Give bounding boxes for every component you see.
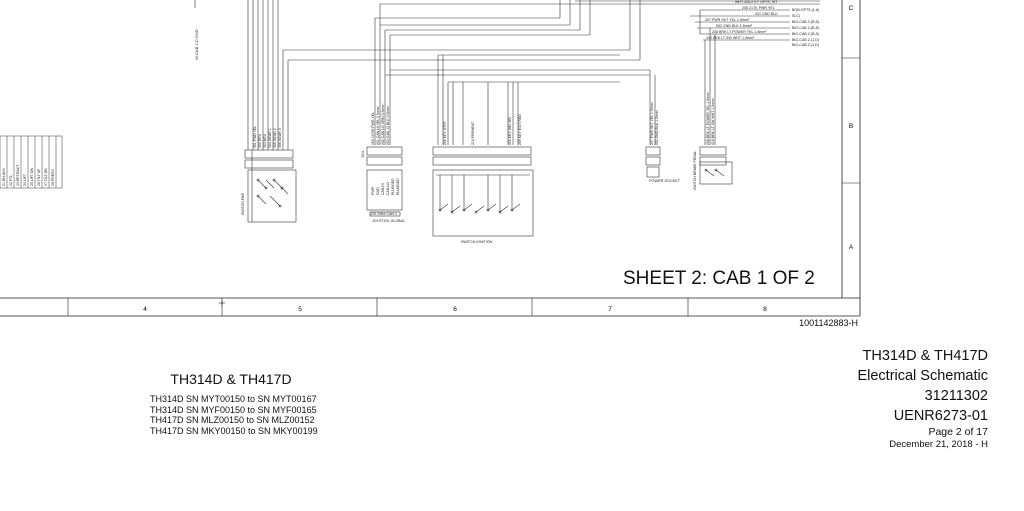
power-socket <box>645 146 661 178</box>
grid-row-b: B <box>849 123 853 130</box>
grid-col-6: 6 <box>453 306 457 313</box>
document-type: Electrical Schematic <box>857 368 988 384</box>
svg-text:PLUGGED: PLUGGED <box>391 178 395 195</box>
model-title: TH314D & TH417D <box>862 348 988 364</box>
svg-text:306 GEAR 3: 306 GEAR 3 <box>278 128 282 148</box>
cab-ground-label: W-CAB 2-D GND <box>194 29 199 60</box>
joystick-label: JOYSTICK,GLOBAL <box>372 219 405 223</box>
svg-text:26 TILT UP: 26 TILT UP <box>37 168 41 186</box>
svg-text:210 PREHEAT: 210 PREHEAT <box>471 121 475 145</box>
resistor-label: 120 OHM CAN 1 <box>370 212 397 216</box>
svg-text:WHT 200-2 KY OPTS, WT: WHT 200-2 KY OPTS, WT <box>735 0 778 4</box>
title-block-right: TH314D & TH417D Electrical Schematic 312… <box>857 346 988 451</box>
svg-text:208 BRK LT POWER YEL 1.5mm²: 208 BRK LT POWER YEL 1.5mm² <box>712 30 767 34</box>
brake-wire-labels: 208 BRK LT POWER YEL 1.5mm² 410 BRK LT S… <box>706 91 715 145</box>
svg-text:052 GND BLK 1.5mm²: 052 GND BLK 1.5mm² <box>716 24 753 28</box>
switch-brake-pedal <box>699 146 733 185</box>
svg-text:200 J1939 PWR YEL: 200 J1939 PWR YEL <box>371 112 375 145</box>
svg-text:BIG-CAB 2-(B,D): BIG-CAB 2-(B,D) <box>792 26 819 30</box>
svg-text:305 GEAR 2: 305 GEAR 2 <box>273 128 277 148</box>
top-right-wire-labels: WHT 200-2 KY OPTS, WT 206 21TK PWR YEL 3… <box>705 0 819 47</box>
grid-row-a: A <box>849 244 854 251</box>
svg-text:BIG-CAB 2-(1,D): BIG-CAB 2-(1,D) <box>792 43 819 47</box>
svg-text:206 21TK PWR YEL: 206 21TK PWR YEL <box>742 6 775 10</box>
svg-text:410 BRK LT SW WHT 1.5mm²: 410 BRK LT SW WHT 1.5mm² <box>711 97 715 145</box>
svg-text:208 BRK LT POWER YEL 1.5mm²: 208 BRK LT POWER YEL 1.5mm² <box>706 91 710 145</box>
svg-text:331 GND BLK: 331 GND BLK <box>755 12 778 16</box>
switch-ignition <box>432 146 534 237</box>
svg-text:209 KEY IGN YEL: 209 KEY IGN YEL <box>508 116 512 145</box>
svg-text:203 CAN 12 BLK 0.5mm²: 203 CAN 12 BLK 0.5mm² <box>386 105 390 145</box>
drawing-number: 1001142883-H <box>799 318 858 328</box>
grid-col-8: 8 <box>763 306 767 313</box>
grid-col-5: 5 <box>298 306 302 313</box>
svg-text:BIG-CAB 2-(B,D): BIG-CAB 2-(B,D) <box>792 20 819 24</box>
svg-text:25 LIFT DN: 25 LIFT DN <box>30 168 34 186</box>
joystick <box>366 146 403 217</box>
grid-row-c: C <box>849 5 854 12</box>
svg-text:410 BKK LT SW WHT 1.5mm²: 410 BKK LT SW WHT 1.5mm² <box>706 36 755 40</box>
svg-text:209 KEY EXIT RED: 209 KEY EXIT RED <box>518 114 522 145</box>
serial-range: TH417D SN MLZ00150 to SN MLZ00152 <box>150 415 315 425</box>
top-right-wires <box>380 0 820 41</box>
svg-text:202 CAN LO GRN 0.5mm²: 202 CAN LO GRN 0.5mm² <box>381 103 385 145</box>
svg-text:PLUGGED: PLUGGED <box>396 178 400 195</box>
svg-text:201 CAN HI YEL 0.5mm²: 201 CAN HI YEL 0.5mm² <box>376 105 380 145</box>
title-block-left: TH314D & TH417D TH314D SN MYT00150 to SN… <box>150 371 318 436</box>
grid-col-4: 4 <box>143 306 147 313</box>
part-number: 31211302 <box>924 388 988 404</box>
left-wire-bundle <box>0 135 63 189</box>
svg-text:23 RETRACT: 23 RETRACT <box>16 164 20 186</box>
manual-number: UENR6273-01 <box>893 408 988 424</box>
serial-range: TH417D SN MKY00150 to SN MKY00199 <box>150 425 318 436</box>
fnr-wire-labels: 301 FWD YEL 302 REV 303 NEU 304 GEAR 1 3… <box>253 126 282 148</box>
svg-text:200 KEY STRT: 200 KEY STRT <box>443 120 447 145</box>
grid-col-7: 7 <box>608 306 612 313</box>
svg-text:BOB-OPTS,(1,A): BOB-OPTS,(1,A) <box>792 8 819 12</box>
revision-date: December 21, 2018 - H <box>889 439 988 450</box>
svg-text:303 NEU: 303 NEU <box>263 133 267 148</box>
svg-text:BIG-CAB 2-(1,D): BIG-CAB 2-(1,D) <box>792 38 819 42</box>
svg-text:BIG-CAB 2-(B,D): BIG-CAB 2-(B,D) <box>792 32 819 36</box>
power-socket-label: POWER SOCKET <box>649 179 681 183</box>
serial-range: TH314D SN MYF00150 to SN MYF00165 <box>150 404 317 415</box>
svg-text:CAN-LO: CAN-LO <box>386 182 390 195</box>
svg-text:207 PWR SKT YEL 1.5mm²: 207 PWR SKT YEL 1.5mm² <box>650 101 654 145</box>
switch-brake-pedal-label: SWITCH BRAKE PEDAL <box>693 151 697 190</box>
model-heading: TH314D & TH417D <box>170 371 292 387</box>
svg-text:21 RH AUX: 21 RH AUX <box>2 167 6 186</box>
sheet-title: SHEET 2: CAB 1 OF 2 <box>623 268 815 289</box>
svg-text:24 LIFT: 24 LIFT <box>23 173 27 186</box>
ignition-wire-labels: 200 KEY STRT 210 PREHEAT 209 KEY IGN YEL… <box>443 114 522 145</box>
svg-text:SLC): SLC) <box>792 14 800 18</box>
svg-text:28 PRESS: 28 PRESS <box>51 169 55 186</box>
svg-text:301 FWD YEL: 301 FWD YEL <box>253 126 257 148</box>
switch-ignition-label: SWITCH,IGNITION <box>461 240 493 244</box>
svg-text:22 FTL: 22 FTL <box>9 175 13 186</box>
svg-text:207 PWR SKT YEL 1.5mm²: 207 PWR SKT YEL 1.5mm² <box>705 18 750 22</box>
svg-text:PWR: PWR <box>371 187 375 195</box>
page-number: Page 2 of 17 <box>928 426 988 438</box>
joystick-wire-labels: 200 J1939 PWR YEL 201 CAN HI YEL 0.5mm² … <box>371 103 390 145</box>
switch-fnr-label: SWITCH,FNR <box>241 193 245 215</box>
svg-text:CAN-HI: CAN-HI <box>381 183 385 195</box>
joystick-pin-labels: PWR GND CAN-HI CAN-LO PLUGGED PLUGGED <box>371 178 400 195</box>
svg-text:302 REV: 302 REV <box>258 133 262 148</box>
svg-text:27 TILT DN: 27 TILT DN <box>44 168 48 186</box>
power-socket-wire-labels: 207 PWR SKT YEL 1.5mm² 052 GND BLK 1.5mm… <box>650 101 659 145</box>
svg-text:052 GND BLK 1.5mm²: 052 GND BLK 1.5mm² <box>655 109 659 145</box>
serial-range: TH314D SN MYT00150 to SN MYT00167 <box>150 394 317 404</box>
electrical-schematic: 4 5 6 7 8 C B A WHT 200-2 KY OPTS, WT 20… <box>0 0 861 317</box>
svg-text:GND: GND <box>376 187 380 195</box>
wiring-bus <box>194 0 716 150</box>
switch-fnr <box>244 149 297 223</box>
left-bundle-labels: 21 RH AUX 22 FTL 23 RETRACT 24 LIFT 25 L… <box>2 164 55 186</box>
svg-text:304 GEAR 1: 304 GEAR 1 <box>268 128 272 148</box>
joystick-connector-label: JX4 <box>360 150 365 158</box>
